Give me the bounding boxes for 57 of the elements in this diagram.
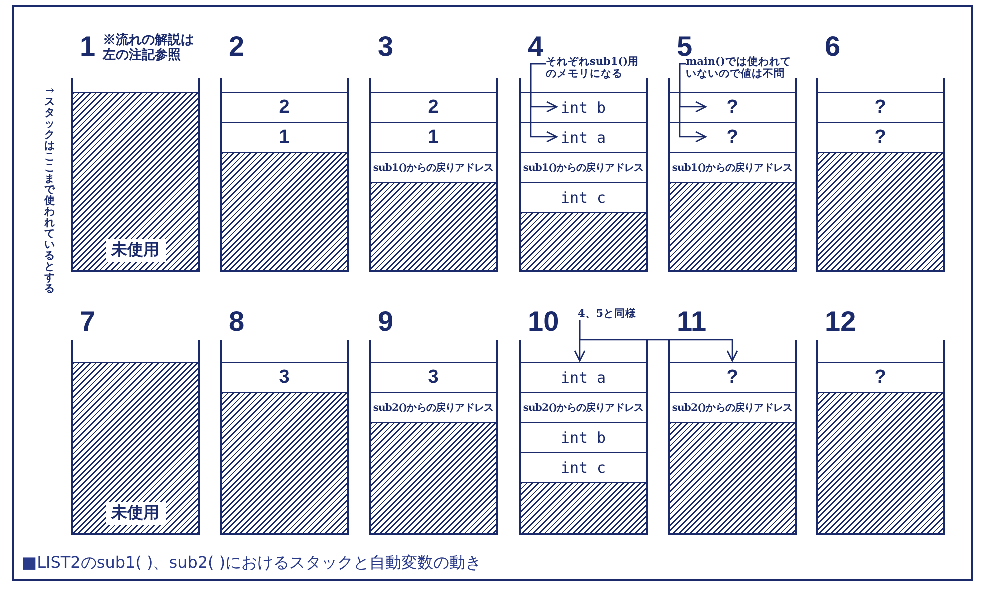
cell-value: sub2()からの戻りアドレス — [523, 402, 644, 414]
panel-number: 8 — [229, 306, 245, 338]
cell-value: int b — [560, 428, 606, 446]
panel-number: 9 — [378, 306, 394, 338]
cell-value: sub1()からの戻りアドレス — [672, 162, 793, 174]
panel-number: 6 — [825, 31, 841, 63]
hatched-area — [521, 212, 646, 270]
panel-number: 4 — [528, 31, 544, 63]
hatched-area — [371, 182, 496, 270]
cell-value: ? — [726, 96, 738, 118]
hatched-area — [73, 362, 198, 533]
cell-value: ? — [874, 366, 886, 388]
cell-value: ? — [726, 366, 738, 388]
hatched-area — [670, 422, 795, 533]
cell-value: ? — [874, 96, 886, 118]
cell-value: ? — [874, 126, 886, 148]
hatched-area — [222, 392, 347, 533]
cell-value: 1 — [428, 126, 439, 148]
panel-number: 11 — [677, 306, 707, 338]
panel-number: 2 — [229, 31, 245, 63]
unused-label: 未使用 — [106, 502, 166, 525]
panel-number: 3 — [378, 31, 394, 63]
cell-value: sub1()からの戻りアドレス — [523, 162, 644, 174]
cell-value: int c — [560, 458, 606, 476]
caption: ■LIST2のsub1( )、sub2( )におけるスタックと自動変数の動き — [22, 553, 482, 574]
annotation-note: main()では使われていないので値は不問 — [686, 56, 798, 80]
hatched-area — [818, 152, 943, 270]
annotation-note: それぞれsub1()用のメモリになる — [546, 56, 650, 80]
cell-value: int c — [560, 188, 606, 206]
hatched-area — [371, 422, 496, 533]
cell-value: ? — [726, 126, 738, 148]
panel-number: 10 — [528, 306, 560, 338]
hatched-area — [818, 392, 943, 533]
vertical-note: →スタックはここまで使われているとする — [44, 86, 56, 295]
cell-value: sub1()からの戻りアドレス — [373, 162, 494, 174]
flow-note: ※流れの解説は左の注記参照 — [103, 33, 195, 63]
panel-number: 7 — [80, 306, 96, 338]
panel-number: 12 — [825, 306, 856, 338]
hatched-area — [222, 152, 347, 270]
hatched-area — [670, 182, 795, 270]
unused-label: 未使用 — [106, 239, 166, 262]
cell-value: 1 — [279, 126, 290, 148]
cell-value: sub2()からの戻りアドレス — [373, 402, 494, 414]
annotation-note: 4、5と同様 — [578, 308, 640, 320]
cell-value: 3 — [428, 366, 439, 388]
leader-arrow — [530, 63, 558, 143]
cell-value: int a — [560, 368, 606, 386]
cell-value: int a — [560, 128, 606, 146]
leader-arrow — [679, 63, 707, 143]
cell-value: 2 — [428, 96, 439, 118]
cell-value: 2 — [279, 96, 290, 118]
cell-value: 3 — [279, 366, 290, 388]
cell-value: int b — [560, 98, 606, 116]
hatched-area — [521, 482, 646, 533]
panel-number: 1 — [80, 31, 96, 63]
cell-value: sub2()からの戻りアドレス — [672, 402, 793, 414]
leader-arrow — [579, 320, 738, 362]
